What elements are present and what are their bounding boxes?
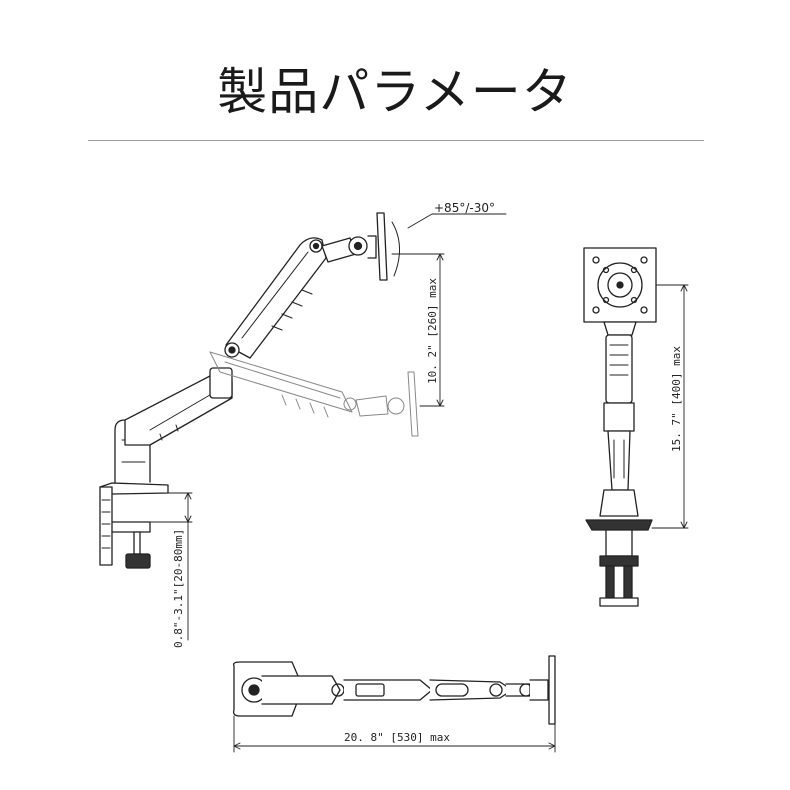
clamp-dimension: 0.8"-3.1"[20-80mm] (149, 492, 193, 648)
front-clamp (599, 529, 639, 607)
top-view: 20. 8" [530] max (232, 655, 556, 753)
upper-arm-raised (224, 237, 327, 359)
height-dimension: 10. 2" [260] max (391, 253, 445, 407)
tilt-indicator: +85°/-30° (391, 201, 507, 277)
reach-dimension: 20. 8" [530] max (233, 715, 556, 753)
side-view: +85°/-30° 10. 2" [260] max 0.8"-3.1"[20-… (99, 201, 507, 648)
height-travel-label: 10. 2" [260] max (426, 278, 439, 384)
tilt-label: +85°/-30° (434, 201, 495, 215)
clamp-range-label: 0.8"-3.1"[20-80mm] (172, 529, 185, 648)
front-view: 15. 7" [400] max (583, 247, 689, 607)
page-title: 製品パラメータ (217, 63, 573, 121)
vertical-height-label: 15. 7" [400] max (670, 346, 683, 452)
vertical-arm (585, 321, 653, 531)
title-divider (88, 140, 704, 141)
upper-arm-lowered (209, 351, 419, 437)
reach-label: 20. 8" [530] max (344, 731, 450, 744)
front-height-dimension: 15. 7" [400] max (651, 284, 689, 529)
monitor-head-raised (321, 212, 388, 281)
lower-arm (124, 367, 233, 446)
vesa-plate (583, 247, 657, 323)
desk-clamp (99, 482, 169, 569)
